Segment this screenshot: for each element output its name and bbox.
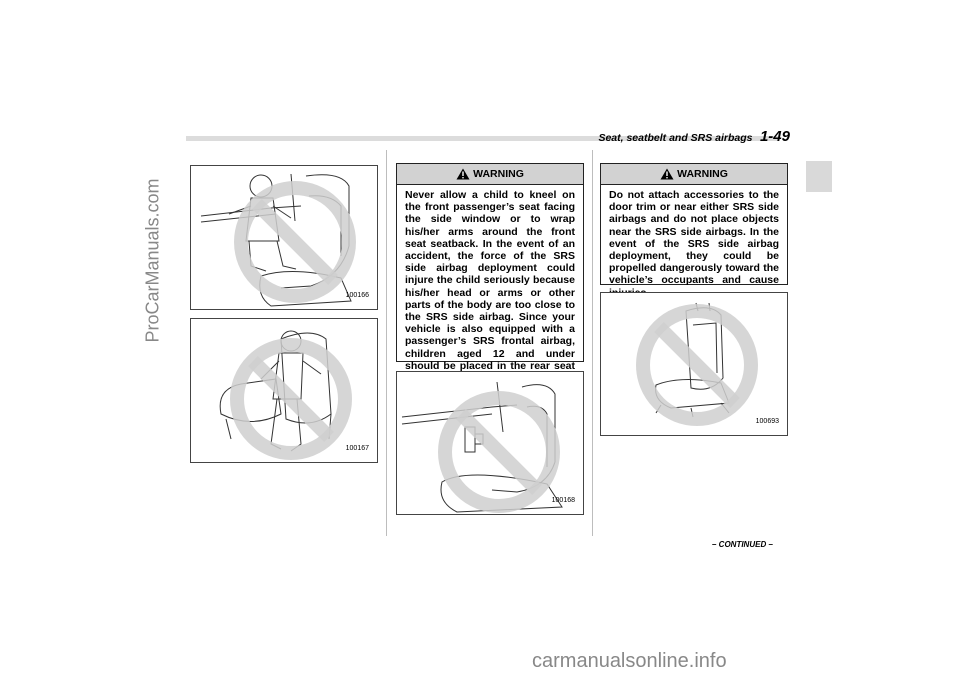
warning-title: WARNING bbox=[677, 168, 728, 180]
figure-seat-no-cover: 100693 bbox=[600, 292, 788, 436]
illustration-child-on-seat bbox=[200, 173, 356, 307]
prohibition-sign-icon bbox=[636, 304, 758, 426]
header-rule bbox=[186, 136, 778, 141]
watermark-side: ProCarManuals.com bbox=[142, 178, 163, 343]
section-title: Seat, seatbelt and SRS airbags bbox=[598, 132, 753, 144]
continued-label: – CONTINUED – bbox=[712, 540, 773, 549]
section-tab bbox=[806, 161, 832, 192]
page-number: 1-49 bbox=[759, 128, 790, 145]
figure-child-hugging-seatback: 100167 bbox=[190, 318, 378, 463]
warning-triangle-icon bbox=[660, 168, 674, 180]
warning-header: WARNING bbox=[397, 164, 583, 185]
figure-code: 100166 bbox=[345, 292, 369, 299]
prohibition-sign-icon bbox=[438, 391, 560, 513]
illustration-child-seatback bbox=[219, 330, 352, 460]
figure-object-near-airbag: 100168 bbox=[396, 371, 584, 515]
watermark-bottom: carmanualsonline.info bbox=[532, 650, 727, 672]
illustration-seat bbox=[636, 302, 758, 426]
figure-code: 100167 bbox=[345, 445, 369, 452]
warning-title: WARNING bbox=[473, 168, 524, 180]
figure-child-kneeling: 100166 bbox=[190, 165, 378, 310]
column-divider bbox=[592, 150, 593, 536]
warning-triangle-icon bbox=[456, 168, 470, 180]
prohibition-sign-icon bbox=[230, 338, 352, 460]
illustration-door-trim-object bbox=[401, 381, 563, 513]
page-header: Seat, seatbelt and SRS airbags 1-49 bbox=[560, 128, 790, 146]
warning-header: WARNING bbox=[601, 164, 787, 185]
prohibition-sign-icon bbox=[234, 181, 356, 303]
warning-box-accessories: WARNING Do not attach accessories to the… bbox=[600, 163, 788, 299]
column-divider bbox=[386, 150, 387, 536]
warning-box-child-kneel: WARNING Never allow a child to kneel on … bbox=[396, 163, 584, 396]
figure-code: 100168 bbox=[551, 497, 575, 504]
figure-code: 100693 bbox=[755, 418, 779, 425]
warning-text: Do not attach accessories to the door tr… bbox=[609, 189, 779, 299]
warning-text: Never allow a child to kneel on the fron… bbox=[405, 189, 575, 396]
